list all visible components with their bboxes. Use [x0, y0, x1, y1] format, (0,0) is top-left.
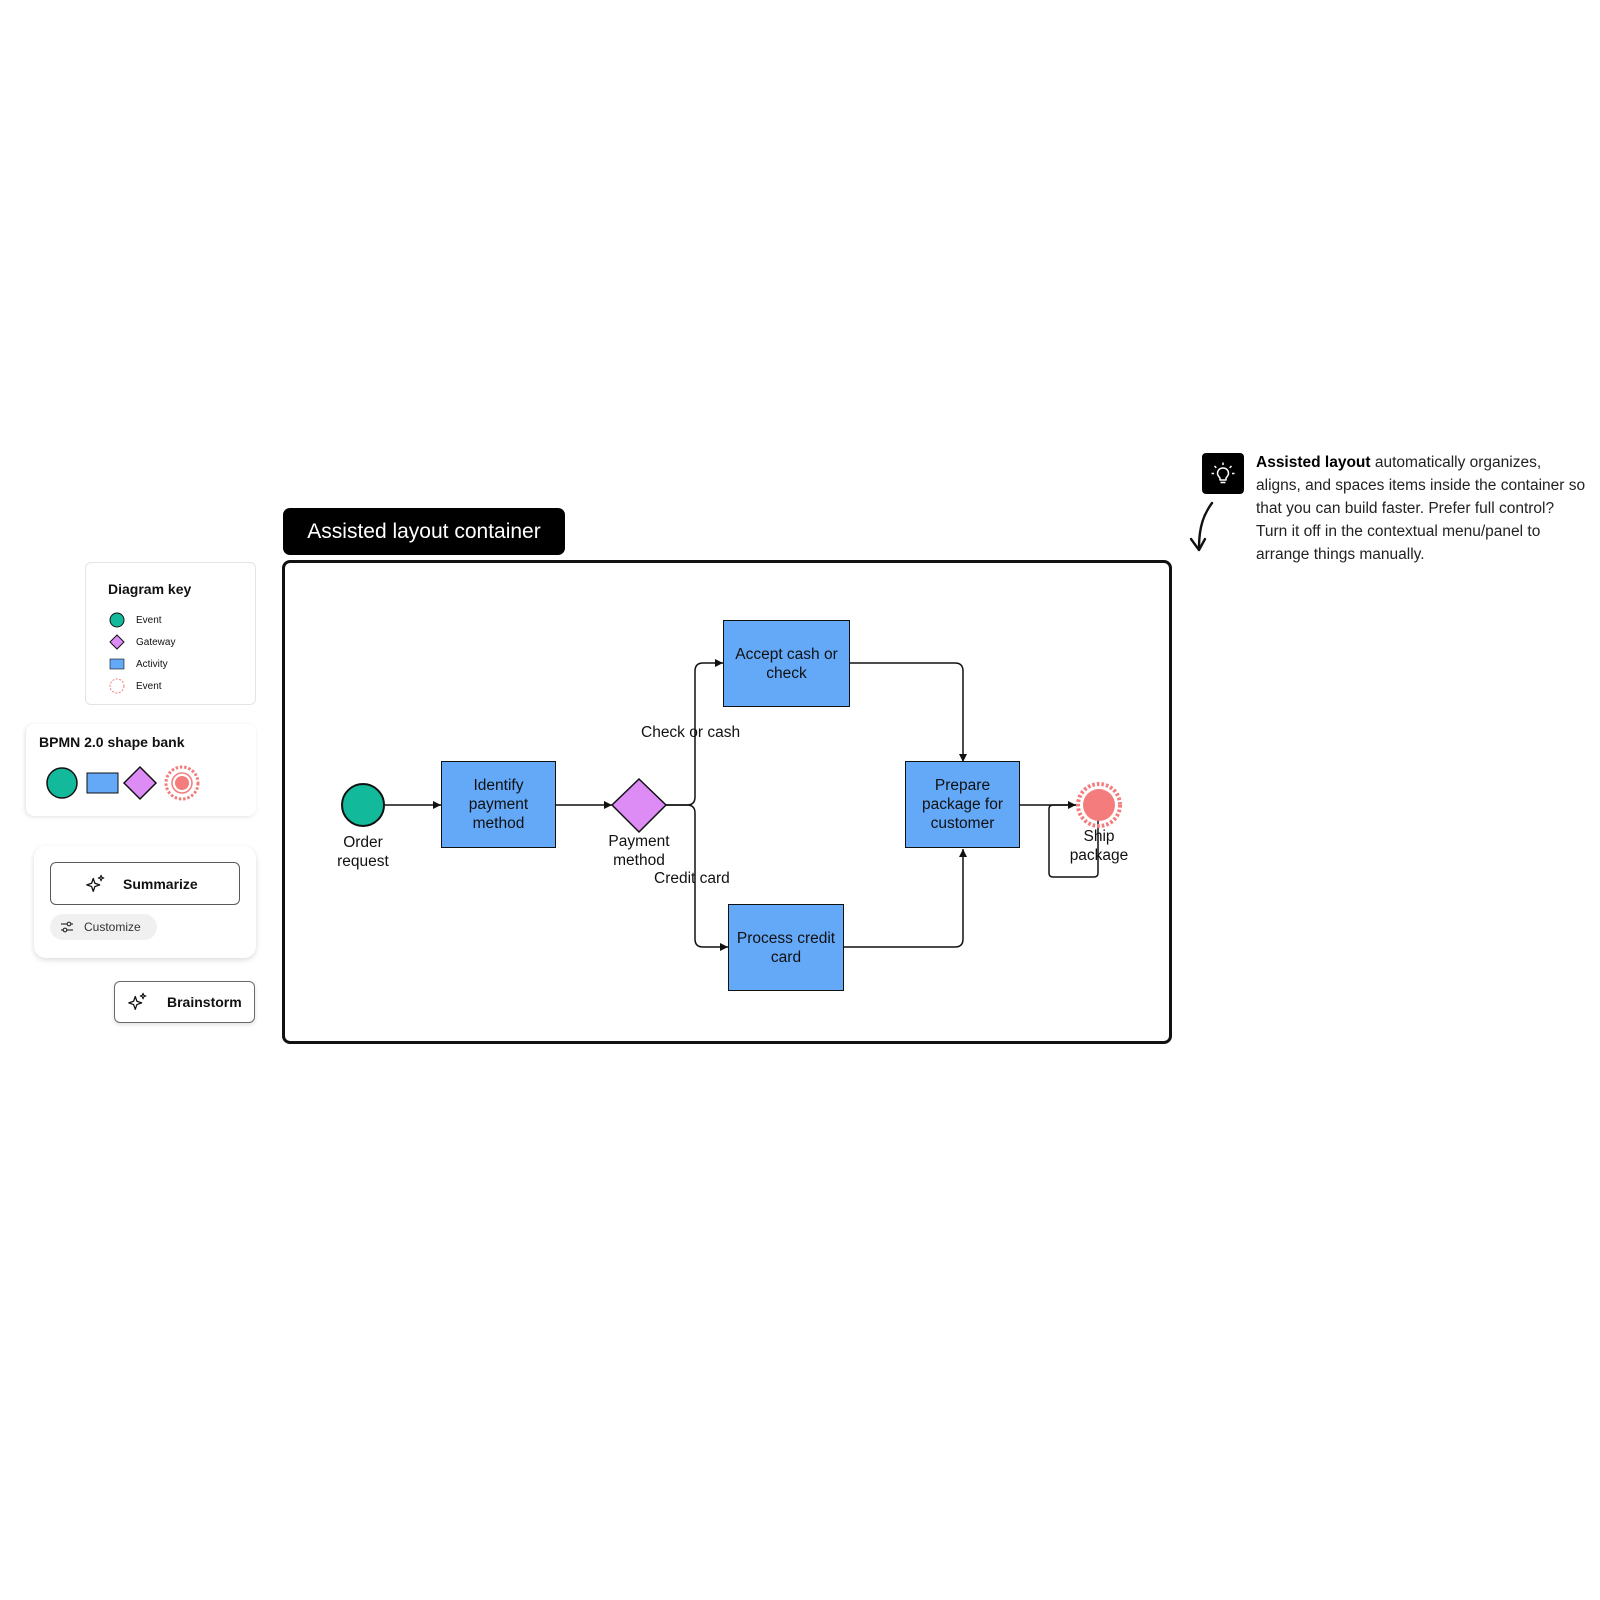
activity-label: Identify payment method	[468, 777, 529, 832]
diagram-key-card: Diagram key Event Gateway Activity Event	[85, 562, 256, 705]
activity-identify-payment-method[interactable]: Identify payment method	[441, 761, 556, 848]
brainstorm-button[interactable]: Brainstorm	[114, 981, 255, 1023]
summarize-button[interactable]: Summarize	[50, 862, 240, 905]
end-event-dashed-circle-icon	[109, 678, 125, 694]
sliders-icon	[61, 921, 73, 933]
shape-bank-shapes	[46, 765, 200, 801]
event-circle-icon	[109, 612, 125, 628]
start-event-circle[interactable]	[340, 782, 386, 828]
container-title[interactable]: Assisted layout container	[283, 508, 565, 555]
key-item-label: Event	[136, 614, 162, 626]
curved-arrow-icon	[1189, 501, 1214, 552]
shape-bank-card: BPMN 2.0 shape bank	[26, 724, 256, 816]
shape-bank-title: BPMN 2.0 shape bank	[39, 734, 185, 750]
end-event-label: Ship package	[1069, 828, 1129, 864]
activity-label: Process credit card	[736, 929, 836, 966]
tip-bold: Assisted layout	[1256, 454, 1371, 471]
summarize-label: Summarize	[123, 875, 198, 892]
lightbulb-icon	[1211, 462, 1235, 483]
sparkle-icon	[86, 874, 105, 892]
key-item-label: Gateway	[136, 636, 176, 648]
bank-end-event-shape[interactable]	[164, 765, 200, 801]
end-event-circle[interactable]	[1074, 780, 1124, 830]
key-item-start-event: Event	[108, 611, 162, 629]
brainstorm-label: Brainstorm	[167, 994, 242, 1010]
start-event-label: Order request	[337, 834, 389, 870]
activity-rectangle-icon	[109, 658, 125, 670]
key-item-gateway: Gateway	[108, 633, 175, 651]
activity-accept-cash-or-check[interactable]: Accept cash or check	[723, 620, 850, 707]
activity-prepare-package[interactable]: Prepare package for customer	[905, 761, 1020, 848]
gateway-diamond-icon	[109, 634, 125, 650]
bank-gateway-shape[interactable]	[122, 765, 158, 801]
bank-activity-shape[interactable]	[86, 772, 119, 794]
ai-actions-card: Summarize Customize	[34, 846, 256, 958]
edge-label-check-or-cash: Check or cash	[641, 724, 741, 741]
gateway-label: Payment method	[608, 833, 670, 869]
edge-label-credit-card: Credit card	[654, 870, 730, 887]
sparkle-icon	[128, 992, 147, 1010]
key-item-end-event: Event	[108, 677, 162, 695]
activity-label: Accept cash or check	[735, 645, 838, 682]
diagram-key-title: Diagram key	[108, 581, 192, 597]
assisted-layout-tip: Assisted layout automatically organizes,…	[1256, 451, 1586, 566]
bank-event-shape[interactable]	[46, 767, 78, 799]
key-item-label: Activity	[136, 658, 168, 670]
customize-button[interactable]: Customize	[50, 914, 157, 940]
tip-body: automatically organizes, aligns, and spa…	[1256, 454, 1586, 563]
assisted-layout-container[interactable]	[282, 560, 1172, 1044]
gateway-diamond[interactable]	[610, 777, 668, 834]
key-item-label: Event	[136, 680, 162, 692]
lightbulb-icon-box	[1202, 453, 1244, 494]
customize-label: Customize	[84, 920, 141, 934]
activity-label: Prepare package for customer	[922, 777, 1003, 832]
activity-process-credit-card[interactable]: Process credit card	[728, 904, 844, 991]
key-item-activity: Activity	[108, 655, 168, 673]
